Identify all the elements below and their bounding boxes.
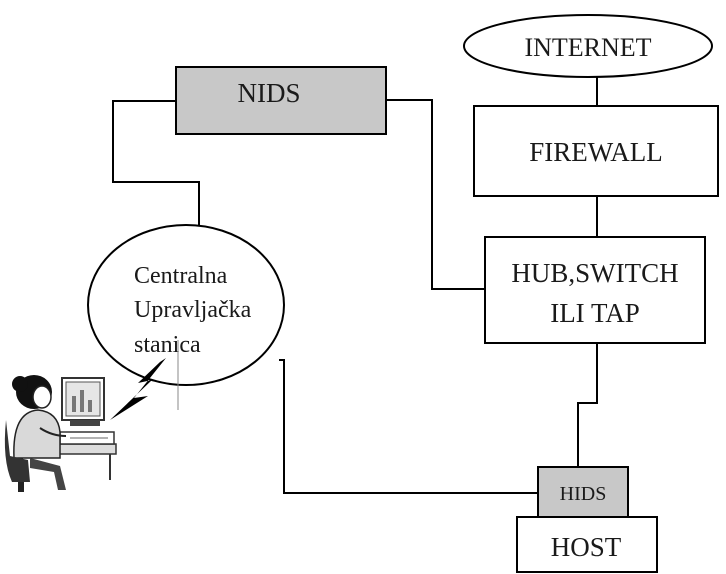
nids-node: NIDS: [175, 66, 387, 135]
link-hub-hids: [577, 343, 598, 467]
firewall-label: FIREWALL: [529, 137, 662, 167]
hids-label: HIDS: [560, 483, 607, 505]
firewall-node: FIREWALL: [473, 105, 719, 197]
host-node: HOST: [516, 516, 658, 573]
station-label-line1: Centralna: [134, 263, 228, 289]
connector-lines: [112, 77, 598, 494]
hub-switch-tap-node: HUB,SWITCH ILI TAP: [484, 236, 706, 344]
host-label: HOST: [551, 532, 622, 562]
internet-node: INTERNET: [463, 14, 713, 78]
station-node: Centralna Upravljačka stanica: [87, 224, 285, 386]
person-at-computer-icon: [4, 375, 117, 492]
hids-node: HIDS: [537, 466, 629, 518]
station-label-line2: Upravljačka: [134, 297, 252, 323]
link-nids-station: [112, 100, 200, 225]
nids-label: NIDS: [237, 78, 300, 108]
lightning-bolt-icon: [110, 340, 179, 420]
internet-label: INTERNET: [524, 33, 651, 62]
link-nids-hub: [386, 99, 485, 290]
station-label-line3: stanica: [134, 332, 201, 358]
link-station-hids: [279, 359, 538, 494]
hub-label-line2: ILI TAP: [550, 298, 640, 328]
hub-label-line1: HUB,SWITCH: [511, 258, 678, 288]
